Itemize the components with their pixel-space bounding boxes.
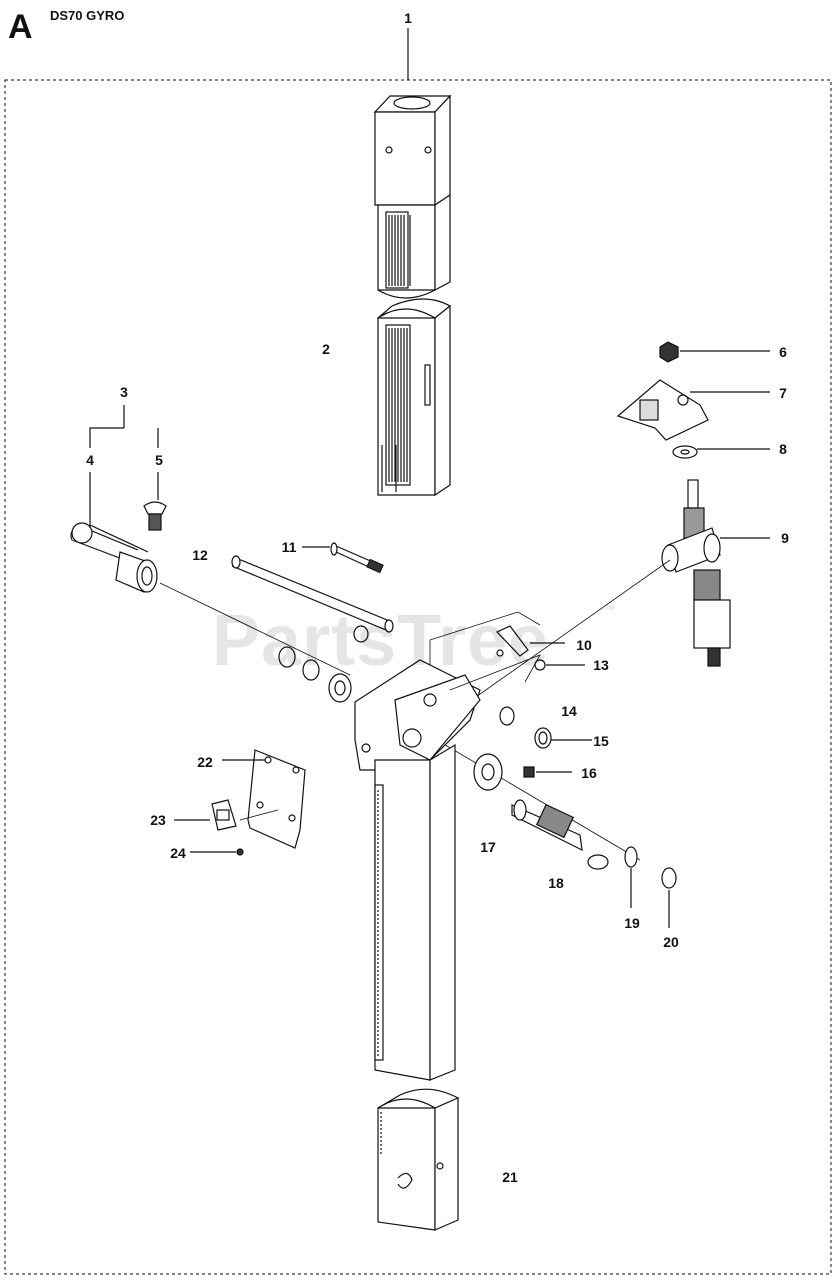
part-1-column-top <box>373 94 452 299</box>
part-10-clip <box>495 625 529 657</box>
part-12-pin <box>231 555 394 633</box>
callout-18[interactable]: 18 <box>548 875 564 891</box>
part-4-knob-cylinder <box>70 522 158 593</box>
callout-14[interactable]: 14 <box>561 703 577 719</box>
part-9-spindle-assembly <box>661 479 731 667</box>
callout-21[interactable]: 21 <box>502 1169 518 1185</box>
callout-7[interactable]: 7 <box>779 385 787 401</box>
part-24-screw <box>236 848 244 856</box>
part-11-bolt <box>330 542 384 574</box>
callout-10[interactable]: 10 <box>576 637 592 653</box>
axis-line-shaft <box>419 729 641 861</box>
watermark: PartsTree <box>212 601 550 681</box>
part-6-nut <box>659 341 679 363</box>
part-13-nut <box>534 659 546 671</box>
callout-20[interactable]: 20 <box>663 934 679 950</box>
callout-11[interactable]: 11 <box>281 539 297 555</box>
watermark-tm: ™ <box>604 604 615 616</box>
part-2-column-segment <box>377 298 452 497</box>
callout-15[interactable]: 15 <box>593 733 609 749</box>
part-16-screw <box>523 766 535 778</box>
callout-23[interactable]: 23 <box>150 812 166 828</box>
callout-17[interactable]: 17 <box>480 839 496 855</box>
part-17-bushing <box>473 753 503 791</box>
part-7-bracket <box>616 379 709 441</box>
callout-22[interactable]: 22 <box>197 754 213 770</box>
axis-line-knob <box>159 582 351 676</box>
callout-9[interactable]: 9 <box>781 530 789 546</box>
part-8-washer <box>672 445 698 459</box>
section-letter: A <box>8 8 33 46</box>
callout-6[interactable]: 6 <box>779 344 787 360</box>
column-main <box>374 743 456 1081</box>
model-name: DS70 GYRO <box>50 8 125 23</box>
callout-1[interactable]: 1 <box>404 10 412 26</box>
part-19-ring <box>624 846 638 868</box>
leader-4-bracket <box>89 427 124 448</box>
part-22-plate <box>247 749 306 849</box>
callout-13[interactable]: 13 <box>593 657 609 673</box>
callout-24[interactable]: 24 <box>170 845 186 861</box>
callout-19[interactable]: 19 <box>624 915 640 931</box>
callout-16[interactable]: 16 <box>581 765 597 781</box>
callout-3[interactable]: 3 <box>120 384 128 400</box>
callout-5[interactable]: 5 <box>155 452 163 468</box>
callout-12[interactable]: 12 <box>192 547 208 563</box>
part-20-ring <box>661 867 677 889</box>
part-15-ring <box>534 727 552 749</box>
part-23-clip <box>211 799 237 831</box>
part-18-shaft <box>511 799 609 870</box>
part-21-column-bottom <box>377 1088 460 1231</box>
callout-8[interactable]: 8 <box>779 441 787 457</box>
part-5-screw <box>143 501 167 531</box>
callout-2[interactable]: 2 <box>322 341 330 357</box>
callout-4[interactable]: 4 <box>86 452 94 468</box>
dashed-frame <box>4 79 832 1275</box>
